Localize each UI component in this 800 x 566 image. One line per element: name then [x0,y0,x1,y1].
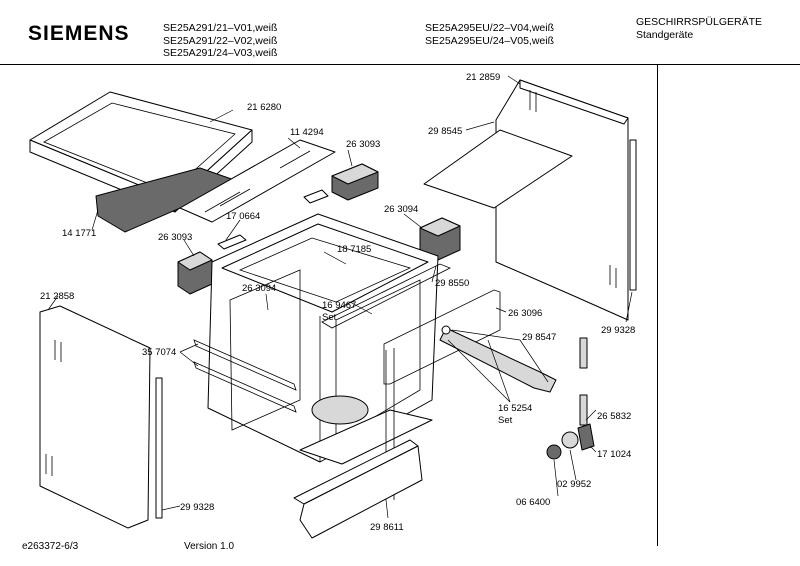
clip-part [217,189,329,250]
part-label: 26 3093 [158,232,192,243]
part-label: Set [498,415,513,426]
category-line: GESCHIRRSPÜLGERÄTE [636,16,763,28]
leader-lines [47,75,633,519]
model-list-left: SE25A291/21–V01,weiß SE25A291/22–V02,wei… [163,22,277,60]
document-id: e263372-6/3 [22,541,79,552]
rails-357074 [193,339,297,413]
part-label: 11 4294 [290,127,324,138]
part-label: 29 8611 [370,522,404,533]
part-label: 16 9467 [322,300,356,311]
part-label: 17 1024 [597,449,631,460]
part-label: 02 9952 [557,479,591,490]
part-label: 35 7074 [142,347,176,358]
part-label: 26 3094 [242,283,276,294]
part-label: 21 2859 [466,72,500,83]
header-divider [0,64,800,65]
part-label: 18 7185 [337,244,371,255]
part-label: 26 3093 [346,139,380,150]
model-line: SE25A295EU/22–V04,weiß [425,22,554,34]
strip-right [629,139,637,291]
part-label: 29 9328 [601,325,635,336]
bracket-left [177,251,213,295]
model-line: SE25A295EU/24–V05,weiß [425,34,554,47]
part-label: 06 6400 [516,497,550,508]
version-label: Version 1.0 [184,541,235,552]
part-label: 26 3096 [508,308,542,319]
model-line: SE25A291/21–V01,weiß [163,22,278,34]
spray-arm [439,325,557,393]
part-label: 14 1771 [62,228,96,239]
part-label: 29 8547 [522,332,556,343]
side-panel-left [39,305,151,529]
category-title: GESCHIRRSPÜLGERÄTE Standgeräte [636,16,762,41]
part-label: 26 3094 [384,204,418,215]
part-label: 16 5254 [498,403,532,414]
right-margin-divider [657,64,658,546]
strip-left [155,377,163,519]
brand-logo: SIEMENS [28,22,130,45]
part-label: 29 8545 [428,126,462,137]
part-label: 21 6280 [247,102,281,113]
category-line: Standgeräte [636,28,694,41]
bracket-top [331,163,379,201]
part-label: 21 2858 [40,291,74,302]
part-label: 26 5832 [597,411,631,422]
tub-body [207,213,439,465]
insulation-strip [179,139,336,223]
part-label: 29 9328 [180,502,214,513]
model-line: SE25A291/24–V03,weiß [163,47,278,59]
hose-assembly [546,337,595,460]
base-plinth [293,439,423,539]
side-panel-right [423,79,629,321]
model-list-right: SE25A295EU/22–V04,weiß SE25A295EU/24–V05… [425,22,554,47]
model-line: SE25A291/22–V02,weiß [163,34,278,47]
part-label: 29 8550 [435,278,469,289]
bracket-right [419,217,461,261]
part-label: Set [322,312,337,323]
part-label: 17 0664 [226,211,260,222]
